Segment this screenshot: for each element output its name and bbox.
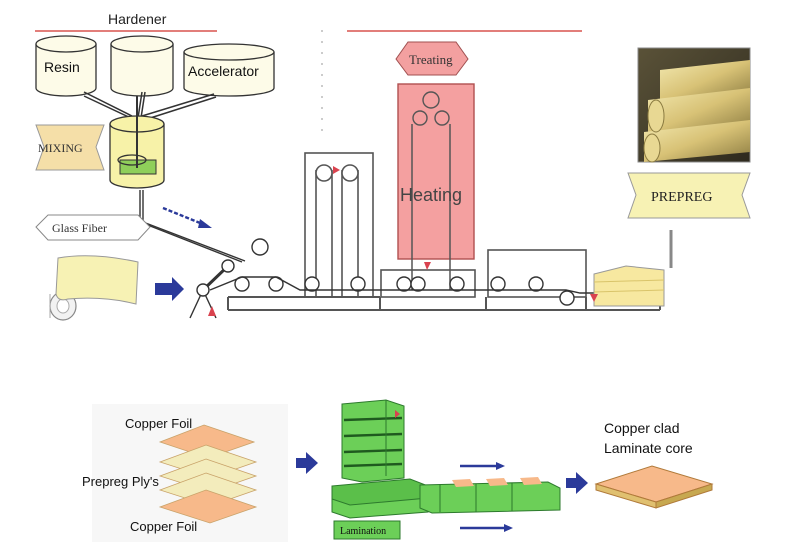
treating-tag: Treating xyxy=(395,41,469,76)
prepreg-plys-label: Prepreg Ply's xyxy=(82,474,159,489)
resin-flow-arrow xyxy=(162,206,212,228)
output-marker xyxy=(590,294,598,302)
entry-rollers xyxy=(189,238,284,319)
resin-outflow-pipe xyxy=(139,190,246,263)
heating-label: Heating xyxy=(400,185,462,205)
heating-base-frame xyxy=(380,269,476,298)
layup-stack xyxy=(158,424,258,524)
copper-foil-sheet-bottom xyxy=(158,489,258,524)
glass-fiber-roll xyxy=(49,255,139,321)
accelerator-label: Accelerator xyxy=(188,63,259,79)
fiber-web-line xyxy=(209,276,656,294)
glass-fiber-tag: Glass Fiber xyxy=(35,214,151,241)
lamination-press xyxy=(331,399,561,519)
prepreg-label: PREPREG xyxy=(651,190,712,205)
mixing-tag: MIXING xyxy=(35,124,105,171)
cooling-frame xyxy=(487,249,587,298)
glass-fiber-label: Glass Fiber xyxy=(52,221,107,235)
to-press-arrow xyxy=(296,452,318,474)
heating-marker xyxy=(424,262,431,270)
accelerator-tank: Accelerator xyxy=(183,43,275,97)
lamination-label: Lamination xyxy=(340,526,386,537)
copper-clad-laminate xyxy=(594,465,714,509)
tower-marker xyxy=(333,166,340,174)
result-label-line1: Copper clad xyxy=(604,420,680,436)
result-label-line2: Laminate core xyxy=(604,440,693,456)
mixing-vessel xyxy=(109,96,165,189)
prepreg-roll-photo xyxy=(637,47,751,163)
resin-label: Resin xyxy=(44,59,80,75)
prepreg-banner: PREPREG xyxy=(627,172,751,219)
copper-foil-top-label: Copper Foil xyxy=(125,416,192,431)
hardener-tank xyxy=(110,35,174,97)
feed-arrow xyxy=(155,277,184,301)
mixing-label: MIXING xyxy=(38,141,83,155)
hardener-label: Hardener xyxy=(108,11,167,27)
impregnation-tower xyxy=(304,152,374,298)
lamination-tag: Lamination xyxy=(333,520,401,540)
entry-marker xyxy=(208,306,216,316)
to-result-arrow xyxy=(566,472,588,494)
treating-label: Treating xyxy=(409,52,453,67)
heating-tower: Heating xyxy=(397,83,475,290)
copper-foil-bottom-label: Copper Foil xyxy=(130,519,197,534)
prepreg-output-stack xyxy=(593,265,665,307)
resin-tank: Resin xyxy=(35,35,97,97)
press-motion-arrows xyxy=(460,462,513,532)
